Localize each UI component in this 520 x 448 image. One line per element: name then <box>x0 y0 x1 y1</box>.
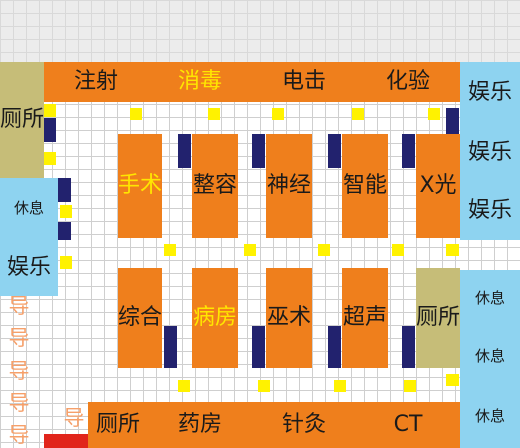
wall-block <box>58 222 71 240</box>
marker-block <box>44 104 56 117</box>
ward-label: 超声 <box>342 305 387 331</box>
marker-block <box>44 152 56 165</box>
marker-block <box>428 108 440 120</box>
room-pharmacy[interactable]: 药房 <box>148 402 252 448</box>
marker-block <box>392 244 404 256</box>
room-label: 休息 <box>474 289 505 308</box>
wall-block <box>252 134 265 168</box>
ward-smart[interactable]: 智能 <box>342 134 388 238</box>
wall-block <box>328 326 341 368</box>
marker-block <box>60 205 72 218</box>
marker-block <box>208 108 220 120</box>
marker-block <box>446 374 459 386</box>
ward-label: 智能 <box>342 173 387 199</box>
ward-general[interactable]: 综合 <box>118 268 162 368</box>
room-rest-right-2[interactable]: 休息 <box>460 328 520 386</box>
marker-block <box>272 108 284 120</box>
marker-block <box>164 244 176 256</box>
room-rest-right-1[interactable]: 休息 <box>460 270 520 328</box>
room-injection[interactable]: 注射 <box>44 62 148 102</box>
room-label: CT <box>393 412 423 438</box>
wall-block <box>58 178 71 202</box>
ward-label: 病房 <box>192 305 237 331</box>
guide-label: 导 <box>8 294 30 318</box>
wall-block <box>402 326 415 368</box>
room-label: 厕所 <box>95 412 140 438</box>
guide-column: 导 导 导 导 导 <box>0 296 38 446</box>
room-entertainment-left[interactable]: 娱乐 <box>0 240 58 296</box>
room-label: 娱乐 <box>467 140 512 166</box>
marker-block <box>130 108 142 120</box>
ward-neurology[interactable]: 神经 <box>266 134 312 238</box>
outdoor-area <box>0 0 520 62</box>
marker-block <box>60 256 72 269</box>
guide-label: 导 <box>8 390 30 415</box>
marker-block <box>404 380 416 392</box>
entrance-marker[interactable] <box>44 434 88 448</box>
marker-block <box>178 380 190 392</box>
ward-label: 神经 <box>266 173 311 199</box>
room-entertainment-right-2[interactable]: 娱乐 <box>460 124 520 182</box>
room-rest-right-3[interactable]: 休息 <box>460 386 520 448</box>
room-toilet-bottom[interactable]: 厕所 <box>88 402 148 448</box>
room-label: 厕所 <box>416 305 461 331</box>
marker-block <box>446 244 459 256</box>
room-label: 电击 <box>281 69 326 95</box>
marker-block <box>318 244 330 256</box>
ward-label: 整容 <box>192 173 237 199</box>
wall-block <box>328 134 341 168</box>
room-label: 化验 <box>385 69 430 95</box>
marker-block <box>244 244 256 256</box>
room-ct[interactable]: CT <box>356 402 460 448</box>
marker-block <box>352 108 364 120</box>
room-label: 注射 <box>73 69 118 95</box>
room-electroshock[interactable]: 电击 <box>252 62 356 102</box>
ward-xray[interactable]: X光 <box>416 134 460 238</box>
room-label: 娱乐 <box>467 80 512 106</box>
room-label: 休息 <box>474 407 505 426</box>
room-label: 针灸 <box>281 412 326 438</box>
ward-label: 综合 <box>118 305 163 331</box>
ward-label: 巫术 <box>266 305 311 331</box>
marker-block <box>258 380 270 392</box>
room-label: 消毒 <box>177 69 222 95</box>
wall-block <box>402 134 415 168</box>
room-rest-left[interactable]: 休息 <box>0 178 58 240</box>
wall-block <box>252 326 265 368</box>
ward-label: X光 <box>419 173 457 199</box>
room-entertainment-right-1[interactable]: 娱乐 <box>460 62 520 124</box>
room-disinfection[interactable]: 消毒 <box>148 62 252 102</box>
room-label: 娱乐 <box>467 198 512 224</box>
marker-block <box>334 380 346 392</box>
ward-cosmetic[interactable]: 整容 <box>192 134 238 238</box>
guide-label: 导 <box>8 326 30 351</box>
wall-block <box>446 108 459 134</box>
room-entertainment-right-3[interactable]: 娱乐 <box>460 182 520 240</box>
ward-ultrasound[interactable]: 超声 <box>342 268 388 368</box>
ward-witchcraft[interactable]: 巫术 <box>266 268 312 368</box>
entrance-guide-label: 导 <box>63 406 85 430</box>
ward-label: 手术 <box>118 173 163 199</box>
room-toilet-left[interactable]: 厕所 <box>0 62 44 178</box>
room-label: 药房 <box>177 412 222 438</box>
guide-label: 导 <box>8 358 30 383</box>
room-label: 厕所 <box>0 107 45 133</box>
room-label: 娱乐 <box>6 255 51 281</box>
wall-block <box>44 118 56 142</box>
room-toilet-inner[interactable]: 厕所 <box>416 268 460 368</box>
wall-block <box>178 134 191 168</box>
room-acupuncture[interactable]: 针灸 <box>252 402 356 448</box>
room-label: 休息 <box>13 199 44 218</box>
room-label: 休息 <box>474 347 505 366</box>
wall-block <box>164 326 177 368</box>
room-laboratory[interactable]: 化验 <box>356 62 460 102</box>
ward-inpatient[interactable]: 病房 <box>192 268 238 368</box>
guide-label: 导 <box>8 423 30 447</box>
ward-surgery[interactable]: 手术 <box>118 134 162 238</box>
